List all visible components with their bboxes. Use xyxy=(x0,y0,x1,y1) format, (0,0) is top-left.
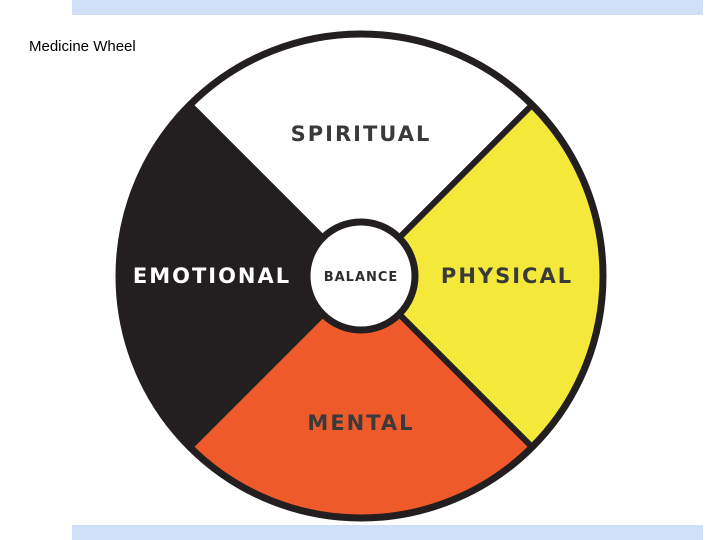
wheel-outer-ring xyxy=(115,30,607,522)
top-decorative-band xyxy=(72,0,703,15)
balance-circle xyxy=(303,218,419,334)
label-emotional: EMOTIONAL xyxy=(133,264,291,288)
slide-title: Medicine Wheel xyxy=(29,38,136,55)
label-spiritual: SPIRITUAL xyxy=(291,122,432,146)
label-physical: PHYSICAL xyxy=(441,264,573,288)
label-mental: MENTAL xyxy=(307,411,414,435)
label-balance: BALANCE xyxy=(324,270,399,285)
bottom-decorative-band xyxy=(72,525,703,540)
